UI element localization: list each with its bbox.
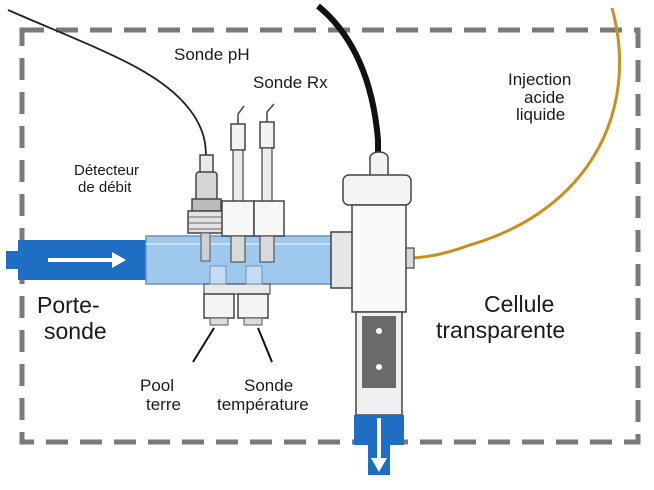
- label-porte-1: Porte-: [37, 292, 100, 318]
- label-cellule-1: Cellule: [484, 291, 554, 317]
- cell-body: [351, 204, 407, 313]
- probe-inner-left: [209, 265, 227, 285]
- label-pool-1: Pool: [140, 376, 174, 395]
- label-temp-1: Sonde: [244, 376, 293, 395]
- label-detecteur-2: de débit: [78, 179, 132, 196]
- detector-stem: [200, 232, 211, 262]
- earth-pointer: [192, 327, 215, 363]
- cell-side-port: [405, 247, 415, 269]
- rx-probe-tip: [259, 235, 275, 263]
- label-sonde-rx: Sonde Rx: [253, 73, 328, 92]
- injection-tube: [407, 7, 621, 260]
- detector-nut: [191, 198, 222, 212]
- inlet-stub: [6, 251, 18, 269]
- label-detecteur-1: Détecteur: [74, 162, 139, 179]
- detector-cap: [199, 154, 214, 174]
- main-cable: [316, 3, 381, 165]
- earth-probe-body: [203, 293, 235, 319]
- label-injection-1: Injection: [508, 70, 571, 89]
- electrode-hole-top: [376, 328, 382, 334]
- label-pool-2: terre: [146, 395, 181, 414]
- label-injection-2: acide: [524, 88, 565, 107]
- ph-probe-rod: [232, 149, 244, 203]
- ph-probe-cap: [230, 123, 246, 151]
- ph-probe-body: [221, 200, 255, 237]
- temp-probe-tip: [243, 317, 263, 326]
- temp-pointer: [257, 327, 273, 363]
- label-porte-2: sonde: [44, 318, 107, 344]
- label-temp-2: température: [217, 395, 309, 414]
- enclosure-border: [19, 27, 641, 445]
- label-sonde-ph: Sonde pH: [174, 45, 250, 64]
- label-injection-3: liquide: [516, 105, 565, 124]
- cell-electrode-plate: [362, 316, 396, 388]
- earth-probe-tip: [209, 317, 229, 326]
- detector-thread: [187, 210, 224, 234]
- label-cellule-2: transparente: [436, 317, 565, 343]
- rx-probe-rod: [261, 147, 273, 203]
- rx-probe-body: [253, 200, 285, 237]
- cell-cap: [342, 174, 412, 206]
- flow-arrow-in-head: [112, 252, 126, 268]
- cell-top-connector: [369, 151, 389, 177]
- ph-probe-tip: [230, 235, 246, 263]
- detector-cable: [7, 9, 207, 159]
- flow-arrow-out-head: [371, 458, 387, 472]
- temp-probe-body: [237, 293, 269, 319]
- rx-probe-cap: [259, 121, 275, 149]
- electrode-hole-bottom: [376, 364, 382, 370]
- bottom-probe-base: [203, 283, 271, 295]
- probe-inner-right: [245, 265, 263, 285]
- detector-body: [195, 171, 218, 201]
